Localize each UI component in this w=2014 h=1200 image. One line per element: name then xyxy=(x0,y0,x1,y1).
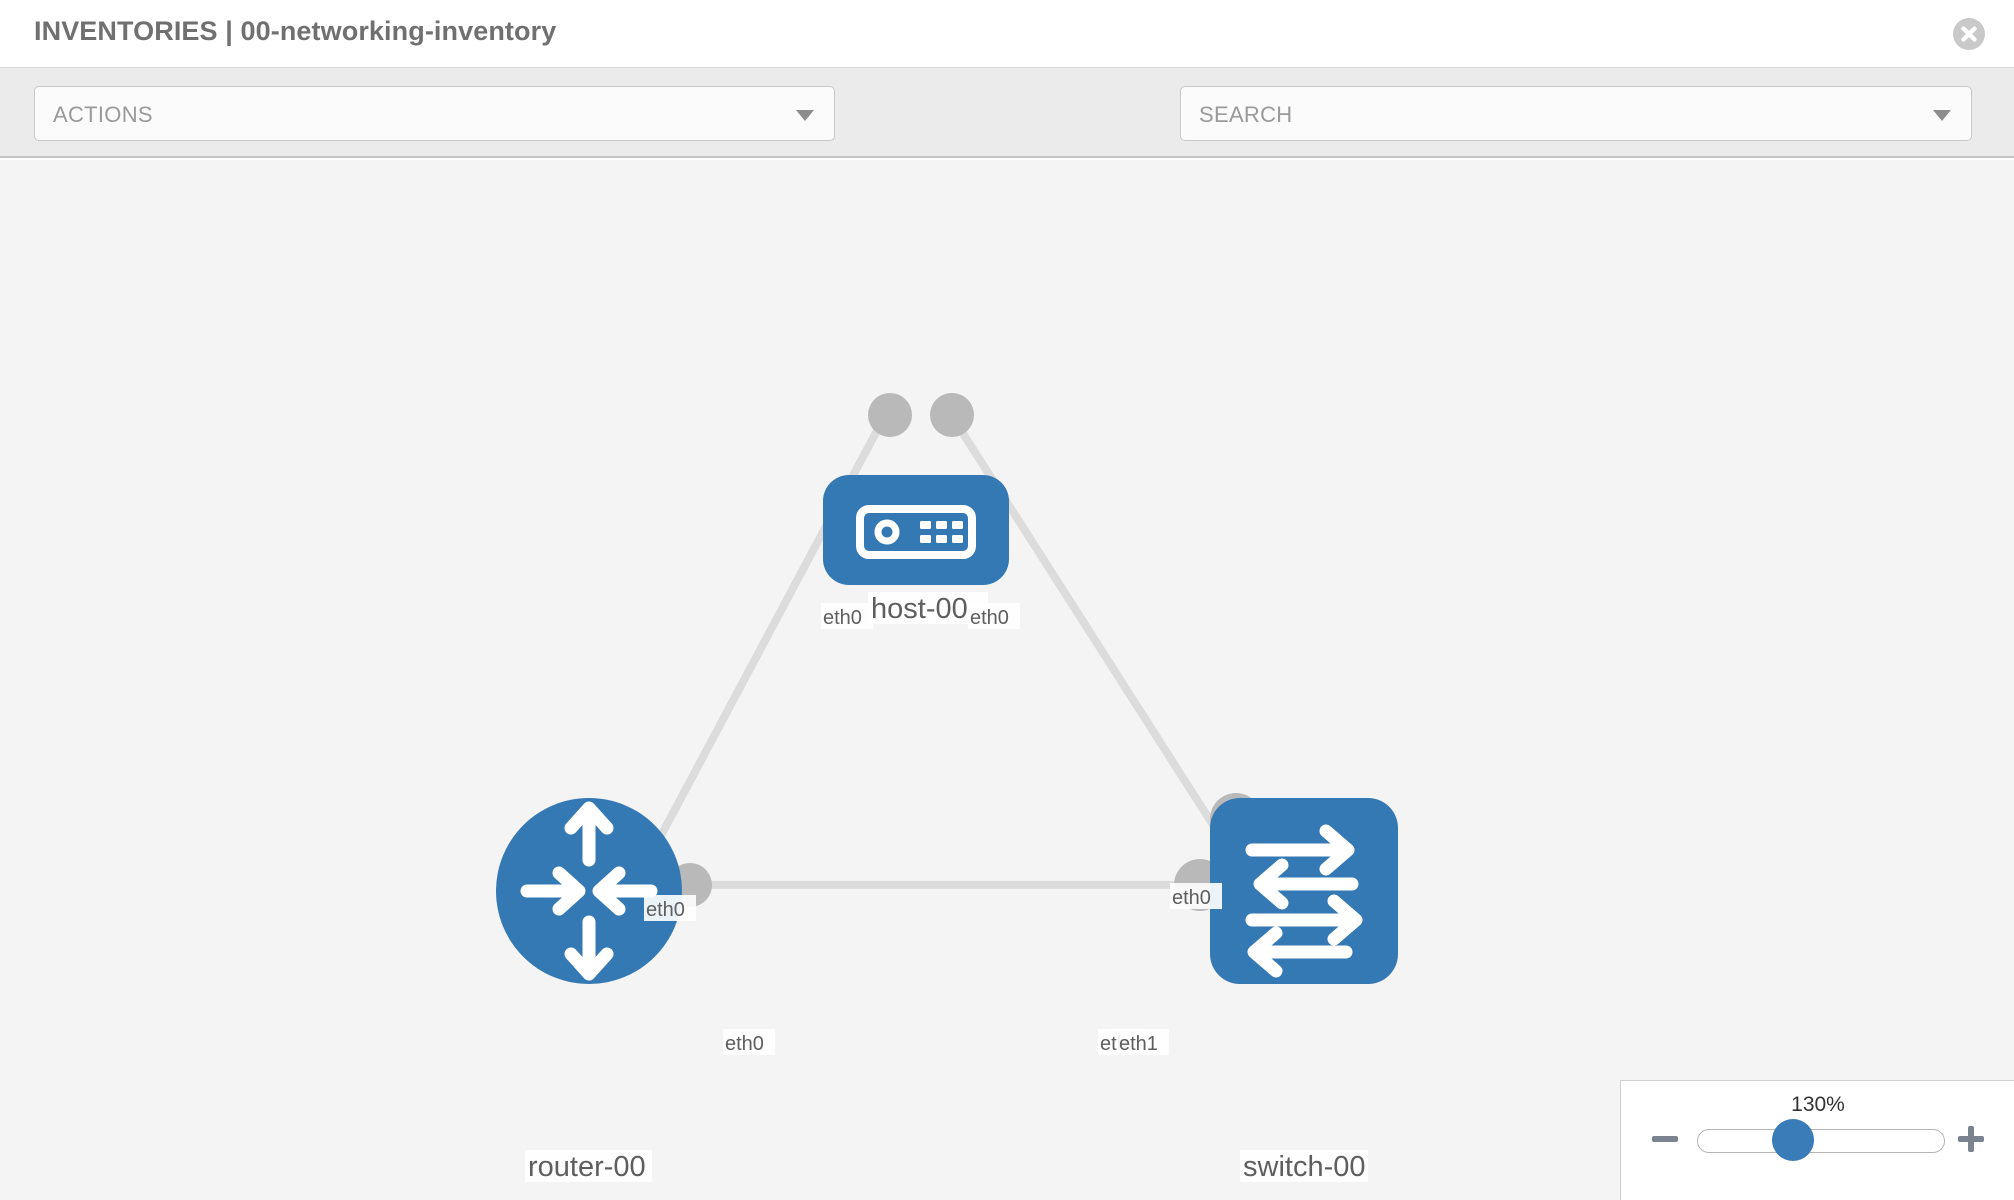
chevron-down-icon xyxy=(796,110,814,121)
topology-graph: router-00 host-00 switch-00 eth0 eth0 et… xyxy=(496,393,1398,1183)
search-placeholder: SEARCH xyxy=(1199,102,1293,127)
node-host-00[interactable] xyxy=(823,475,1009,585)
zoom-out-button[interactable] xyxy=(1649,1123,1681,1155)
close-icon[interactable] xyxy=(1952,17,1986,51)
zoom-in-button[interactable] xyxy=(1955,1123,1987,1155)
iface-label-host-left: eth0 xyxy=(823,607,862,629)
node-switch-00[interactable] xyxy=(1210,798,1398,984)
toolbar: ACTIONS SEARCH xyxy=(0,68,2014,198)
iface-label-router-up: eth0 xyxy=(646,899,685,921)
interface-host-left[interactable] xyxy=(868,393,912,437)
node-host-00-shape[interactable] xyxy=(823,475,1009,585)
interface-host-right[interactable] xyxy=(930,393,974,437)
zoom-level-label: 130% xyxy=(1791,1093,1845,1116)
iface-label-router-right: eth0 xyxy=(725,1033,764,1055)
zoom-panel: 130% xyxy=(1620,1080,2014,1200)
iface-label-switch-left-overlap-b: eth1 xyxy=(1119,1033,1158,1055)
iface-label-host-right: eth0 xyxy=(970,607,1009,629)
topology-node-labels: router-00 host-00 switch-00 xyxy=(525,592,1368,1183)
topology-interface-labels: eth0 eth0 eth0 eth0 eth0 eth eth1 xyxy=(644,603,1222,1055)
node-label-host-00: host-00 xyxy=(871,593,968,625)
server-icon xyxy=(856,505,976,559)
switch-arrows-icon xyxy=(1245,824,1363,978)
actions-dropdown[interactable]: ACTIONS xyxy=(34,86,835,141)
page-title: INVENTORIES | 00-networking-inventory xyxy=(34,16,557,46)
zoom-slider-thumb[interactable] xyxy=(1772,1119,1814,1161)
zoom-slider[interactable] xyxy=(1697,1129,1945,1153)
topology-canvas[interactable]: router-00 host-00 switch-00 eth0 eth0 et… xyxy=(0,160,2014,1200)
page-header: INVENTORIES | 00-networking-inventory xyxy=(0,0,2014,68)
node-label-switch-00: switch-00 xyxy=(1243,1151,1366,1183)
router-arrows-icon xyxy=(520,801,658,981)
actions-dropdown-label: ACTIONS xyxy=(53,102,153,127)
chevron-down-icon[interactable] xyxy=(1933,110,1951,121)
search-input[interactable]: SEARCH xyxy=(1180,86,1972,141)
node-label-router-00: router-00 xyxy=(528,1151,646,1183)
node-router-00-shape[interactable] xyxy=(496,798,682,984)
node-router-00[interactable] xyxy=(496,798,682,984)
iface-label-switch-up: eth0 xyxy=(1172,887,1211,909)
